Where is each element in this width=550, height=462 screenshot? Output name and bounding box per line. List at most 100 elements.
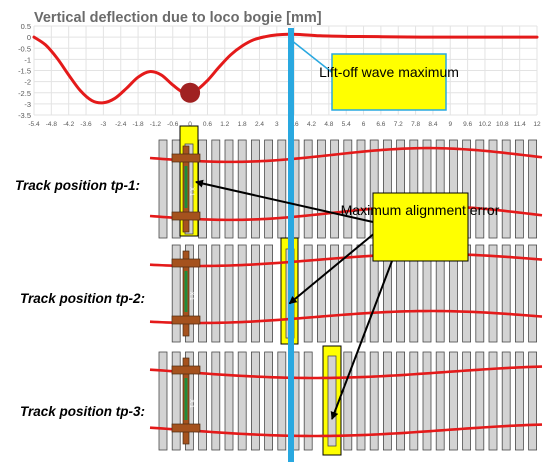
sleeper <box>237 351 247 451</box>
x-tick-label: 3.6 <box>290 121 299 128</box>
alignment-callout-text: Maximum alignment error <box>341 202 500 218</box>
sleeper <box>369 351 379 451</box>
rail <box>149 365 543 380</box>
alignment-error-arrow <box>330 260 393 420</box>
sleeper <box>475 139 485 239</box>
x-tick-label: 6 <box>362 121 366 128</box>
x-tick-label: 9.6 <box>463 121 472 128</box>
sleeper <box>237 139 247 239</box>
x-tick-label: 11.4 <box>514 121 527 128</box>
bogie: X 1 <box>171 250 201 337</box>
sleeper <box>488 244 498 343</box>
x-tick-label: 7.2 <box>394 121 403 128</box>
sleeper <box>224 351 234 451</box>
sleeper <box>515 244 524 343</box>
sleeper <box>316 244 326 343</box>
track-position-label: Track position tp-1: <box>15 178 140 193</box>
track-1: X 1 <box>149 125 543 239</box>
deflection-curve <box>32 32 539 105</box>
bogie: X 1 <box>171 145 201 233</box>
sleeper <box>264 139 274 239</box>
alignment-error-arrow <box>195 179 374 223</box>
alignment-error-arrow <box>288 231 377 305</box>
y-tick-label: -1.5 <box>18 67 31 76</box>
y-tick-label: 0.5 <box>21 22 31 31</box>
x-tick-label: 0.6 <box>203 121 212 128</box>
x-tick-label: 8.4 <box>428 121 437 128</box>
track-position-label: Track position tp-3: <box>20 404 145 419</box>
x-tick-label: 2.4 <box>255 121 264 128</box>
x-tick-label: -0.6 <box>167 121 179 128</box>
sleeper <box>422 351 432 451</box>
x-tick-label: -3 <box>100 121 106 128</box>
sleeper <box>356 351 366 451</box>
sleeper <box>250 139 260 239</box>
sleeper <box>316 139 326 239</box>
sleeper <box>264 244 274 343</box>
sleeper <box>198 244 208 343</box>
x-tick-label: 1.8 <box>238 121 247 128</box>
x-tick-label: 7.8 <box>411 121 420 128</box>
deflection-chart: Vertical deflection due to loco bogie [m… <box>18 10 541 128</box>
sleeper <box>303 351 313 451</box>
rail <box>149 423 543 438</box>
sleeper <box>448 351 458 451</box>
sleeper <box>501 351 511 451</box>
sleeper <box>211 351 221 451</box>
sleeper <box>382 351 392 451</box>
sleeper <box>528 244 537 343</box>
sleeper <box>330 139 340 239</box>
bogie-center <box>184 378 188 420</box>
bogie-axle-bottom <box>171 423 201 433</box>
track-3: X 1 <box>149 345 543 456</box>
rail <box>149 204 543 222</box>
sleeper <box>198 351 208 451</box>
track-positions: X 1 X 1 X 1 <box>149 125 543 456</box>
x-tick-label: -2.4 <box>115 121 127 128</box>
liftoff-callout-box <box>331 53 447 111</box>
sleeper <box>237 244 247 343</box>
sleeper-highlighted <box>327 355 337 447</box>
chart-title: Vertical deflection due to loco bogie [m… <box>34 10 322 26</box>
sleeper <box>343 139 353 239</box>
alignment-callout-box <box>372 192 469 262</box>
liftoff-callout-leader <box>290 39 335 75</box>
sleeper <box>211 244 221 343</box>
sleeper <box>158 351 168 451</box>
sleeper <box>277 139 287 239</box>
x-tick-label: 9 <box>448 121 452 128</box>
sleeper <box>488 351 498 451</box>
y-tick-label: -2 <box>24 78 31 87</box>
bogie-center <box>184 166 188 208</box>
sleeper <box>158 139 168 239</box>
rail <box>149 309 543 325</box>
bogie-code: X 1 <box>188 187 194 197</box>
track-position-labels: Track position tp-1: Track position tp-2:… <box>15 178 145 419</box>
bogie-axle-bottom <box>171 315 201 325</box>
sleeper <box>475 244 485 343</box>
sleeper <box>528 139 537 239</box>
sleeper <box>409 351 419 451</box>
x-tick-label: 5.4 <box>342 121 351 128</box>
track-2: X 1 <box>149 237 543 345</box>
x-tick-label: 10.2 <box>479 121 492 128</box>
y-tick-label: -3 <box>24 100 31 109</box>
x-tick-label: 1.2 <box>220 121 229 128</box>
x-tick-label: 6.6 <box>376 121 385 128</box>
rail <box>149 146 543 164</box>
y-tick-label: 0 <box>27 33 31 42</box>
track-position-label: Track position tp-2: <box>20 291 145 306</box>
sleeper <box>356 244 366 343</box>
alignment-callout: Maximum alignment error <box>341 192 500 262</box>
y-tick-label: -0.5 <box>18 44 31 53</box>
bogie-center <box>184 271 188 312</box>
x-tick-label: -3.6 <box>80 121 92 128</box>
sleeper <box>501 139 511 239</box>
sleeper <box>515 139 524 239</box>
sleeper <box>277 351 287 451</box>
bogie-axle-top <box>171 153 201 163</box>
sleeper <box>211 139 221 239</box>
sleeper <box>462 351 472 451</box>
